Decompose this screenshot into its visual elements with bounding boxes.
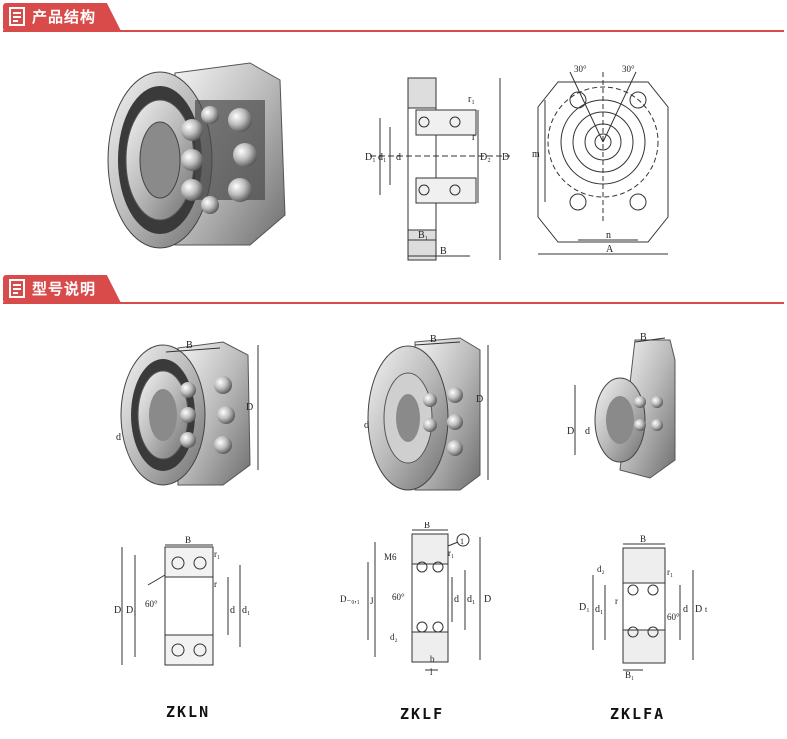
- bearing-3d-illustration: [107, 62, 286, 249]
- label-B: B: [430, 334, 437, 345]
- label-B1: B₁: [625, 670, 634, 680]
- zkln-3d-illustration: B D d: [116, 340, 259, 486]
- label-d: d: [683, 604, 688, 615]
- label-M6: M6: [384, 552, 397, 562]
- label-r1: r₁: [448, 548, 454, 558]
- label-D: D: [484, 594, 491, 605]
- label-D2: D₂: [480, 152, 491, 163]
- label-r1: r₁: [468, 94, 475, 105]
- callout-1: 1: [460, 537, 464, 546]
- label-d1: d₁: [378, 152, 387, 163]
- section-header-models: 型号说明: [0, 272, 787, 306]
- label-Dtol: D₋₀,₁: [340, 594, 360, 604]
- label-D: D: [246, 402, 253, 413]
- label-d: d: [454, 594, 459, 605]
- zklf-3d-illustration: B D d: [364, 334, 489, 491]
- label-D: D: [695, 604, 702, 615]
- zklf-section-drawing: B 1 M6 r₁ D₋₀,₁ J 60° d d₁ D d₂ b l: [340, 522, 491, 677]
- label-B: B: [186, 340, 193, 351]
- label-D: D: [476, 394, 483, 405]
- label-d2: d₂: [390, 632, 398, 642]
- label-angle-right: 30°: [622, 64, 635, 74]
- label-r: r: [615, 596, 618, 606]
- label-d: d: [396, 152, 401, 163]
- model-caption-zklf: ZKLF: [400, 705, 445, 723]
- label-d: d: [585, 426, 590, 437]
- label-r1: r₁: [667, 567, 673, 577]
- label-A: A: [606, 244, 614, 255]
- label-r: r: [472, 132, 476, 143]
- section-header-structure: 产品结构: [0, 0, 787, 34]
- section-title: 产品结构: [32, 8, 97, 26]
- zklfa-section-drawing: B d₂ r₁ r D₁ d₁ 60° d D t B₁: [579, 534, 708, 680]
- label-B: B: [185, 535, 191, 545]
- label-d: d: [230, 605, 235, 616]
- label-d1: d₁: [595, 604, 604, 615]
- model-caption-zkln: ZKLN: [166, 703, 211, 721]
- zklfa-3d-illustration: B D d: [567, 332, 676, 479]
- label-d1: d₁: [467, 594, 476, 605]
- label-D: D: [567, 426, 574, 437]
- model-caption-zklfa: ZKLFA: [610, 705, 666, 723]
- label-angle: 60°: [392, 592, 405, 602]
- label-D1: D₁: [579, 602, 590, 613]
- label-D: D: [502, 152, 509, 163]
- label-b: b: [430, 654, 435, 664]
- label-n: n: [606, 230, 611, 241]
- label-B1: B₁: [418, 230, 428, 241]
- section-divider: [3, 302, 784, 304]
- label-l: l: [430, 667, 433, 677]
- label-m: m: [532, 149, 540, 160]
- label-r: r: [214, 579, 217, 589]
- bearing-plan-drawing: 30° 30° m n A: [532, 64, 669, 255]
- bearing-section-drawing: r₁ r D D₁ d₁ d D₂ B₁ B: [365, 77, 510, 261]
- label-D1: D₁: [365, 152, 376, 163]
- document-icon: [9, 7, 25, 26]
- label-angle-left: 30°: [574, 64, 587, 74]
- label-B: B: [440, 246, 447, 257]
- zkln-section-drawing: B r₁ r D D₁ 60° d d₁: [114, 535, 251, 666]
- label-angle: 60°: [667, 612, 680, 622]
- label-t: t: [705, 605, 708, 614]
- label-d: d: [116, 432, 121, 443]
- document-icon: [9, 279, 25, 298]
- label-J: J: [370, 596, 374, 606]
- section-divider: [3, 30, 784, 32]
- label-B: B: [640, 534, 646, 544]
- label-angle: 60°: [145, 599, 158, 609]
- label-B: B: [640, 332, 647, 343]
- label-B: B: [424, 522, 430, 530]
- label-d: d: [364, 420, 369, 431]
- label-D1: D₁: [126, 605, 137, 616]
- label-r1: r₁: [214, 549, 220, 559]
- label-d1: d₁: [242, 605, 251, 616]
- label-d2: d₂: [597, 564, 605, 574]
- section-title: 型号说明: [32, 280, 97, 298]
- label-D: D: [114, 605, 121, 616]
